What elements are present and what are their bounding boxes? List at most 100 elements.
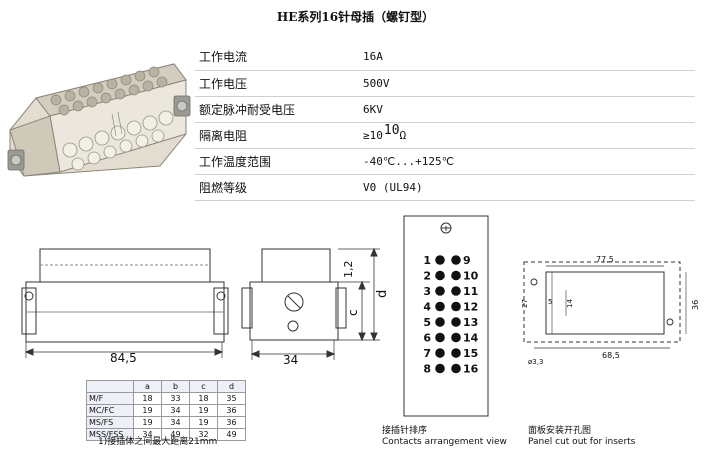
pin-label-7: 7 <box>423 347 431 360</box>
dimension-cell: 35 <box>217 392 246 405</box>
pin-label-1: 1 <box>423 254 431 267</box>
pin-label-16: 16 <box>463 363 479 376</box>
pin-contact-12 <box>451 301 461 312</box>
spec-label: 工作电压 <box>195 70 363 97</box>
contacts-title-en: Contacts arrangement view <box>382 437 507 447</box>
pin-label-11: 11 <box>463 285 478 298</box>
panel-title-en: Panel cut out for inserts <box>528 437 636 447</box>
pin-contact-5 <box>435 317 445 327</box>
pin-contact-3 <box>435 286 445 296</box>
spec-value-unit: Ω <box>399 128 407 142</box>
spec-row: 工作电压 500V <box>195 70 695 97</box>
pin-contact-4 <box>435 301 445 312</box>
cut-h36-label: 36 <box>691 300 700 310</box>
spec-row: 工作电流 16A <box>195 44 695 71</box>
pin-label-15: 15 <box>463 347 478 360</box>
pin-contact-6 <box>435 332 445 343</box>
panel-title-cn: 面板安装开孔图 <box>528 426 592 436</box>
side-width-label: 34 <box>283 353 298 367</box>
spec-label: 阻燃等级 <box>195 174 363 201</box>
dimension-column-header: d <box>217 380 246 393</box>
spec-label: 工作温度范围 <box>195 148 363 175</box>
spec-row: 额定脉冲耐受电压 6KV <box>195 96 695 123</box>
dimension-header-row: a b c d <box>86 380 246 393</box>
spec-label: 额定脉冲耐受电压 <box>195 96 363 123</box>
dimension-row: MS/FS 19 34 19 36 <box>86 416 246 429</box>
dim-1-2-label: 1,2 <box>342 261 355 279</box>
dim-c-label: c <box>346 309 360 316</box>
pin-label-4: 4 <box>423 301 431 314</box>
pin-contact-15 <box>451 348 461 358</box>
pin-contact-13 <box>451 317 461 327</box>
pin-label-2: 2 <box>423 270 431 283</box>
dimension-column-header: b <box>161 380 190 393</box>
dimension-table: a b c d M/F 18 33 18 35 MC/FC 19 34 19 3… <box>86 380 246 441</box>
pin-label-5: 5 <box>423 316 431 329</box>
page-title: HE系列16针母插（螺钉型） <box>276 10 435 24</box>
cut-hole-label: ø3,3 <box>528 358 543 366</box>
pin-label-3: 3 <box>423 285 431 298</box>
dimension-cell: 19 <box>189 416 218 429</box>
dimension-corner-cell <box>86 380 134 393</box>
pin-label-12: 12 <box>463 301 478 314</box>
pin-label-6: 6 <box>423 332 431 345</box>
dimension-row-name: MC/FC <box>86 404 134 417</box>
pin-label-9: 9 <box>463 254 471 267</box>
pin-contact-11 <box>451 286 461 296</box>
spec-row: 隔离电阻 ≥1010Ω <box>195 122 695 149</box>
dimension-row-name: M/F <box>86 392 134 405</box>
front-width-label: 84,5 <box>110 351 137 365</box>
pin-contact-1 <box>435 255 445 265</box>
panel-cutout <box>523 261 687 349</box>
pin-contact-10 <box>451 270 461 281</box>
dimension-cell: 36 <box>217 416 246 429</box>
dim-d-label: d <box>375 290 390 298</box>
dimension-row: M/F 18 33 18 35 <box>86 392 246 405</box>
side-view <box>241 247 380 360</box>
dimension-row-name: MS/FS <box>86 416 134 429</box>
front-view <box>21 248 229 358</box>
cut-h27-label: 27 <box>521 299 529 308</box>
spec-value: 16A <box>363 44 695 71</box>
dimension-cell: 18 <box>189 392 218 405</box>
spec-value: 500V <box>363 70 695 97</box>
spec-value: -40℃...+125℃ <box>363 148 695 175</box>
spec-value: ≥1010Ω <box>363 122 695 149</box>
spec-label: 工作电流 <box>195 44 363 71</box>
spec-value: 6KV <box>363 96 695 123</box>
dimension-column-header: c <box>189 380 218 393</box>
footnote: 1)接插体之间最大距离21mm <box>98 437 218 447</box>
dimension-cell: 18 <box>133 392 162 405</box>
dimension-column-header: a <box>133 380 162 393</box>
pin-label-13: 13 <box>463 316 478 329</box>
contacts-title-cn: 接插针排序 <box>382 426 428 436</box>
pin-contact-2 <box>435 270 445 281</box>
spec-row: 阻燃等级 V0 (UL94) <box>195 174 695 201</box>
spec-value: V0 (UL94) <box>363 174 695 201</box>
cut-pitch-label: 68,5 <box>602 351 620 360</box>
pin-label-10: 10 <box>463 270 479 283</box>
pin-contact-9 <box>451 255 461 265</box>
connector-photo <box>7 63 191 177</box>
dimension-cell: 36 <box>217 404 246 417</box>
spec-row: 工作温度范围 -40℃...+125℃ <box>195 148 695 175</box>
cut-h14-label: 14 <box>566 299 574 308</box>
dimension-cell: 34 <box>161 404 190 417</box>
dimension-cell: 34 <box>161 416 190 429</box>
pin-contact-8 <box>435 363 445 374</box>
dimension-cell: 19 <box>133 416 162 429</box>
spec-table: 工作电流 16A 工作电压 500V 额定脉冲耐受电压 6KV 隔离电阻 ≥10… <box>195 44 695 201</box>
pin-contact-16 <box>451 363 461 374</box>
dimension-cell: 33 <box>161 392 190 405</box>
pin-contact-7 <box>435 348 445 358</box>
dimension-row: MC/FC 19 34 19 36 <box>86 404 246 417</box>
dimension-cell: 19 <box>189 404 218 417</box>
pin-label-8: 8 <box>423 363 431 376</box>
spec-label: 隔离电阻 <box>195 122 363 149</box>
spec-value-exponent: 10 <box>383 122 400 138</box>
pin-contact-14 <box>451 332 461 343</box>
contacts-arrangement-view <box>403 215 489 417</box>
dimension-row-name: MSS/FSS <box>86 428 134 441</box>
dimension-row: MSS/FSS 34 49 32 49 <box>86 428 246 441</box>
